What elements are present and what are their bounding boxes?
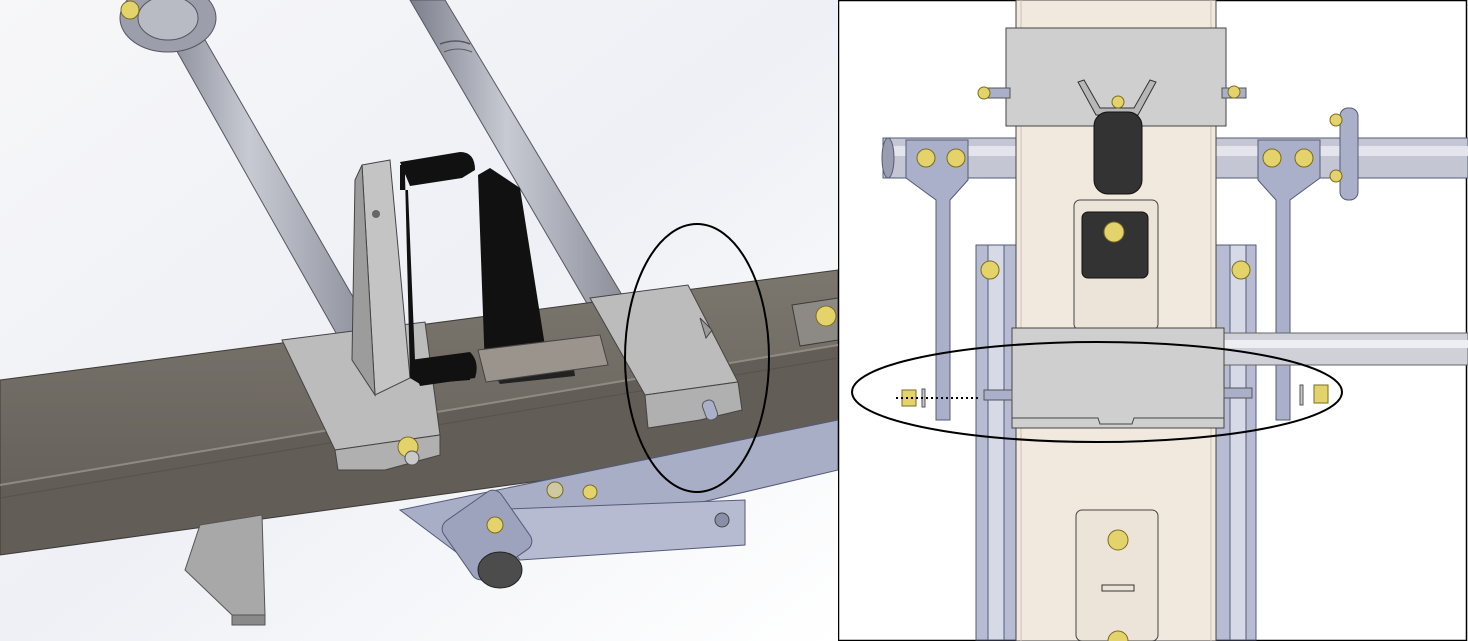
mid-pad-plate xyxy=(1073,199,1159,331)
bolt-icon xyxy=(486,516,504,534)
nut-icon xyxy=(1313,384,1329,404)
exploded-hardware-left xyxy=(896,388,978,408)
wing-pad xyxy=(1077,79,1157,195)
top-hub xyxy=(119,0,217,53)
bolt-icon xyxy=(1111,95,1125,109)
top-view-drawing xyxy=(838,0,1468,641)
bolt-icon xyxy=(582,484,598,500)
bolt-icon xyxy=(1329,169,1343,183)
pin-icon xyxy=(701,399,719,421)
bolt-icon xyxy=(1103,221,1125,243)
bolt-icon xyxy=(120,0,140,20)
exploded-hardware-right xyxy=(1299,384,1329,406)
right-bracket xyxy=(589,284,743,429)
bottom-plate xyxy=(1075,509,1159,641)
bolt-icon xyxy=(946,148,966,168)
lower-clamp xyxy=(983,327,1253,429)
bolt-icon xyxy=(815,305,837,327)
rubber-pad-c xyxy=(400,152,477,386)
perspective-view-drawing xyxy=(0,0,838,641)
bolt-icon xyxy=(916,148,936,168)
bolt-icon xyxy=(1227,85,1241,99)
bolt-icon xyxy=(1329,113,1343,127)
washer-icon xyxy=(1299,384,1304,406)
left-bracket xyxy=(281,159,441,471)
bolt-icon xyxy=(977,86,991,100)
bolt-icon xyxy=(980,260,1000,280)
frame-left xyxy=(905,139,1017,641)
end-plate xyxy=(791,297,838,347)
bolt-icon xyxy=(1294,148,1314,168)
nut-icon xyxy=(901,389,917,407)
top-view-panel xyxy=(838,0,1468,641)
bolt-icon xyxy=(1107,529,1129,551)
perspective-view-panel xyxy=(0,0,838,641)
lower-linkage xyxy=(398,419,838,589)
callout-ellipse xyxy=(624,223,770,493)
washer-icon xyxy=(404,450,420,466)
support-leg xyxy=(184,514,266,626)
bolt-icon xyxy=(1231,260,1251,280)
pin-icon xyxy=(1223,387,1253,399)
bolt-icon xyxy=(1262,148,1282,168)
beam-slot xyxy=(477,334,609,383)
pin-icon xyxy=(983,389,1013,401)
bolt-icon xyxy=(1107,630,1129,641)
tube-flange xyxy=(1329,107,1359,201)
callout-ellipse xyxy=(851,341,1343,443)
lower-right-tube xyxy=(1222,332,1468,366)
